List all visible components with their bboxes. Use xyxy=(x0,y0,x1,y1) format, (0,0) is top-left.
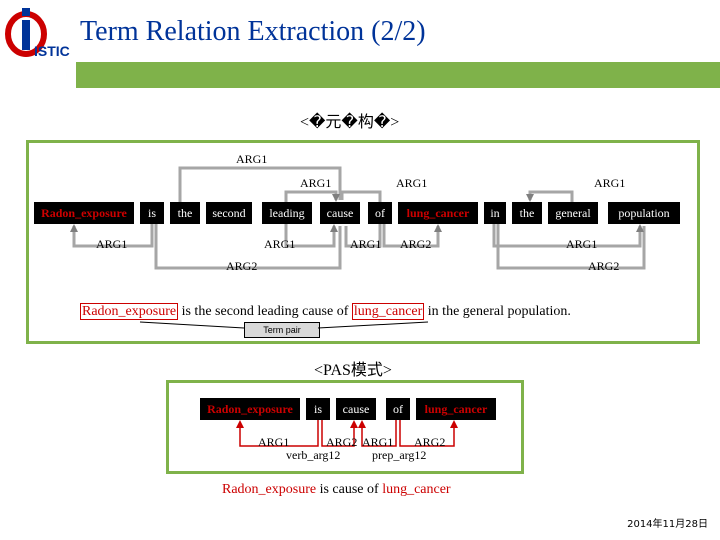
word-the: the xyxy=(170,202,200,224)
label-bottom-arg2-in: ARG2 xyxy=(588,259,620,273)
word-lung-cancer: lung_cancer xyxy=(398,202,478,224)
word-is: is xyxy=(140,202,164,224)
pas-arc-is-radon xyxy=(239,420,319,447)
arc-bottom-leading-cause xyxy=(284,224,336,248)
pas-word-cause: cause xyxy=(336,398,376,420)
word-radon-exposure: Radon_exposure xyxy=(34,202,134,224)
pas-label-verb: verb_arg12 xyxy=(286,448,341,462)
pas-arc-of-lung xyxy=(399,420,455,447)
label-top-arg1-of: ARG1 xyxy=(396,176,428,190)
pas-term1: Radon_exposure xyxy=(222,482,317,497)
pas-word-lung-cancer: lung_cancer xyxy=(416,398,496,420)
istic-logo: ISTIC xyxy=(5,8,70,59)
label-bottom-arg2-is: ARG2 xyxy=(226,259,258,273)
title-bar xyxy=(0,0,720,60)
word-cause: cause xyxy=(320,202,360,224)
pas-label-arg1-b: ARG1 xyxy=(362,435,394,449)
label-bottom-arg1-of: ARG1 xyxy=(350,237,382,251)
term2-highlight: lung_cancer xyxy=(351,303,425,320)
arc-top-the-cause xyxy=(178,166,342,202)
label-bottom-arg2-of: ARG2 xyxy=(400,237,432,251)
pas-label-arg2-b: ARG2 xyxy=(414,435,446,449)
pas-arc-is-cause xyxy=(321,420,355,447)
logo-text: ISTIC xyxy=(34,43,70,59)
word-the-2: the xyxy=(512,202,542,224)
title-underline-bar xyxy=(76,62,720,88)
arc-bottom-in-population xyxy=(492,224,642,248)
date-footer: 2014年11月28日 xyxy=(627,519,708,530)
sentence-mid: is the second leading cause of xyxy=(178,304,352,319)
label-bottom-arg1-in: ARG1 xyxy=(566,237,598,251)
pas-term2: lung_cancer xyxy=(382,482,451,497)
word-in: in xyxy=(484,202,506,224)
arc-bottom-of-cause xyxy=(344,224,382,248)
predicate-argument-panel xyxy=(26,140,700,344)
section1-sentence: Radon_exposure is the second leading cau… xyxy=(80,303,571,320)
pas-word-is: is xyxy=(306,398,330,420)
label-top-arg1-long: ARG1 xyxy=(236,152,268,166)
pas-word-radon-exposure: Radon_exposure xyxy=(200,398,300,420)
arc-bottom-of-lung xyxy=(382,224,440,248)
arc-lines xyxy=(72,166,646,270)
arc-arrowheads xyxy=(70,194,644,232)
arc-bottom-is-radon xyxy=(72,224,154,248)
label-top-arg1-general: ARG1 xyxy=(594,176,626,190)
word-population: population xyxy=(608,202,680,224)
pas-label-arg2-a: ARG2 xyxy=(326,435,358,449)
sentence-end: in the general population. xyxy=(424,304,571,319)
word-leading: leading xyxy=(262,202,312,224)
arc-top-of-cause xyxy=(340,190,382,202)
section2-heading: <PAS模式> xyxy=(314,362,392,379)
arc-bottom-is-cause xyxy=(154,224,342,270)
pas-label-prep: prep_arg12 xyxy=(372,448,427,462)
label-bottom-arg1-leading: ARG1 xyxy=(264,237,296,251)
page-title: Term Relation Extraction (2/2) xyxy=(80,16,426,47)
term1-highlight: Radon_exposure xyxy=(80,303,179,320)
label-top-arg1-leading: ARG1 xyxy=(300,176,332,190)
pas-pattern-panel xyxy=(166,380,524,474)
section1-heading: <�元�构�> xyxy=(300,114,400,131)
word-second: second xyxy=(206,202,252,224)
label-bottom-arg1-is: ARG1 xyxy=(96,237,128,251)
pas-label-arg1-a: ARG1 xyxy=(258,435,290,449)
arc-bottom-in-population-2 xyxy=(496,224,646,270)
term-pair-label: Term pair xyxy=(244,322,320,338)
pas-arc-of-cause xyxy=(361,420,397,447)
pas-sentence-mid: is cause of xyxy=(316,482,383,497)
word-general: general xyxy=(548,202,598,224)
pas-word-of: of xyxy=(386,398,410,420)
section2-sentence: Radon_exposure is cause of lung_cancer xyxy=(222,482,451,498)
word-of: of xyxy=(368,202,392,224)
